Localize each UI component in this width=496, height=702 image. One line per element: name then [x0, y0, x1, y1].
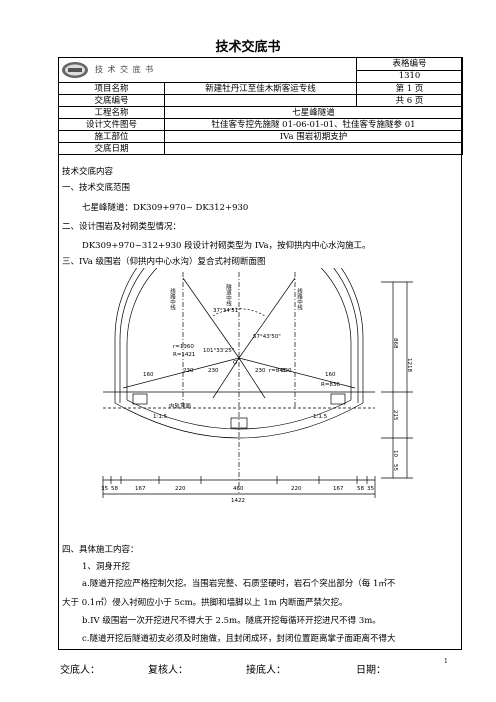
- label-rail-top: 内轨顶面: [169, 402, 192, 410]
- logo-cell: 技 术 交 底 书: [57, 57, 358, 83]
- content-heading: 技术交底内容: [62, 167, 114, 177]
- page-number: 1: [444, 658, 448, 665]
- label-left-track: 线路中线: [169, 287, 176, 311]
- date-value: [163, 142, 464, 155]
- footer-receiver: 接底人：: [246, 665, 286, 676]
- section-1-title: 一、技术交底范围: [62, 183, 131, 193]
- dim-bottom-5: 460: [233, 486, 244, 492]
- label-right-track: 线路中线: [296, 287, 303, 311]
- section-4-c: c.隧道开挖后隧道初支必须及时施做，且封闭成环，封闭位置距离掌子面距离不得大: [82, 634, 396, 644]
- label-slope-left: 1:1.5: [153, 414, 168, 420]
- handover-no-value: [163, 94, 358, 107]
- company-logo-icon: [62, 62, 88, 78]
- label-o: O: [233, 360, 238, 366]
- form-no-value: 1310: [356, 69, 464, 83]
- site-label: 施工部位: [58, 130, 165, 143]
- section-4-b: b.IV 级围岩一次开挖进尺不得大于 2.5m。隧底开挖每循环开挖进尺不得 3m…: [82, 616, 381, 626]
- date-label: 交底日期: [58, 142, 165, 155]
- dim-bottom-4: 220: [175, 486, 186, 492]
- design-doc-label: 设计文件图号: [58, 118, 165, 131]
- dim-right-4: 10: [392, 450, 398, 457]
- project-value: 新建牡丹江至佳木斯客运专线: [163, 82, 358, 95]
- page-current: 第 1 页: [356, 82, 464, 95]
- dim-bottom-6: 220: [291, 486, 302, 492]
- label-r1: r=1360: [173, 344, 194, 350]
- document-title: 技术交底书: [215, 40, 281, 55]
- label-r2: R=1421: [173, 352, 195, 358]
- dim-bottom-1: 35: [101, 486, 108, 492]
- dim-bottom-8: 58: [357, 486, 364, 492]
- form-no-label: 表格编号: [356, 57, 464, 71]
- dim-bottom-7: 167: [333, 486, 344, 492]
- label-160-right: 160: [325, 372, 336, 378]
- section-4-sub1: 1、洞身开挖: [82, 562, 130, 572]
- label-angle: 37°34'51": [213, 308, 241, 314]
- section-2-text: DK309+970~312+930 段设计衬砌类型为 IVa，按仰拱内中心水沟施…: [82, 241, 371, 251]
- project-label: 项目名称: [58, 82, 165, 95]
- label-160-left: 160: [143, 372, 154, 378]
- work-name-value: 七星峰隧道: [163, 106, 464, 119]
- section-4-a-line1: a.隧道开挖应严格控制欠挖。当围岩完整、石质坚硬时，岩石个突出部分（每 1㎡不: [82, 579, 396, 589]
- label-r3: r=841: [269, 368, 286, 374]
- design-doc-value: 牡佳客专控先施隧 01-06-01-01、牡佳客专施隧参 01: [163, 118, 464, 131]
- dim-right-5: 55: [392, 464, 398, 471]
- section-3-title: 三、IVa 级围岩（仰拱内中心水沟）复合式衬砌断面图: [62, 257, 266, 267]
- label-ang1: 101°33'25": [203, 348, 234, 354]
- dim-bottom-3: 167: [135, 486, 146, 492]
- label-230-d: 230: [281, 368, 292, 374]
- section-2-title: 二、设计围岩及衬砌类型情况：: [62, 222, 182, 232]
- tunnel-cross-section-drawing: 线路中线 隧道中线 线路中线 37°34'51" r=1360 R=1421 r…: [101, 268, 413, 504]
- page-total: 共 6 页: [356, 94, 464, 107]
- dim-right-2: 1218: [406, 358, 412, 372]
- footer-reviewer: 复核人：: [148, 665, 188, 676]
- dim-right-1: 868: [392, 338, 398, 349]
- label-tunnel-center: 隧道中线: [225, 283, 232, 307]
- label-230-c: 230: [255, 368, 266, 374]
- handover-no-label: 交底编号: [58, 94, 165, 107]
- section-1-text: 七星峰隧道：DK309+970~ DK312+930: [82, 203, 249, 213]
- footer-date: 日期：: [356, 665, 386, 676]
- dim-bottom-2: 58: [111, 486, 118, 492]
- label-slope-right: 1:1.5: [313, 414, 328, 420]
- dim-total-width: 1422: [231, 498, 245, 504]
- site-value: IVa 围岩初期支护: [163, 130, 464, 143]
- label-ang2: 57°43'50": [253, 334, 281, 340]
- section-4-a-line2: 大于 0.1㎡）侵入衬砌应小于 5cm。拱脚和墙脚以上 1m 内断面严禁欠挖。: [62, 598, 348, 608]
- footer-handover-by: 交底人：: [60, 665, 100, 676]
- label-r4: R=836: [321, 382, 340, 388]
- work-name-label: 工程名称: [58, 106, 165, 119]
- header-table: 技 术 交 底 书 表格编号 1310 项目名称 新建牡丹江至佳木斯客运专线 第…: [57, 57, 464, 155]
- dim-bottom-9: 35: [367, 486, 374, 492]
- label-230-b: 230: [208, 368, 219, 374]
- section-4-title: 四、具体施工内容：: [62, 545, 139, 555]
- logo-caption: 技 术 交 底 书: [95, 65, 155, 74]
- dim-right-3: 215: [392, 410, 398, 421]
- label-230-a: 230: [183, 368, 194, 374]
